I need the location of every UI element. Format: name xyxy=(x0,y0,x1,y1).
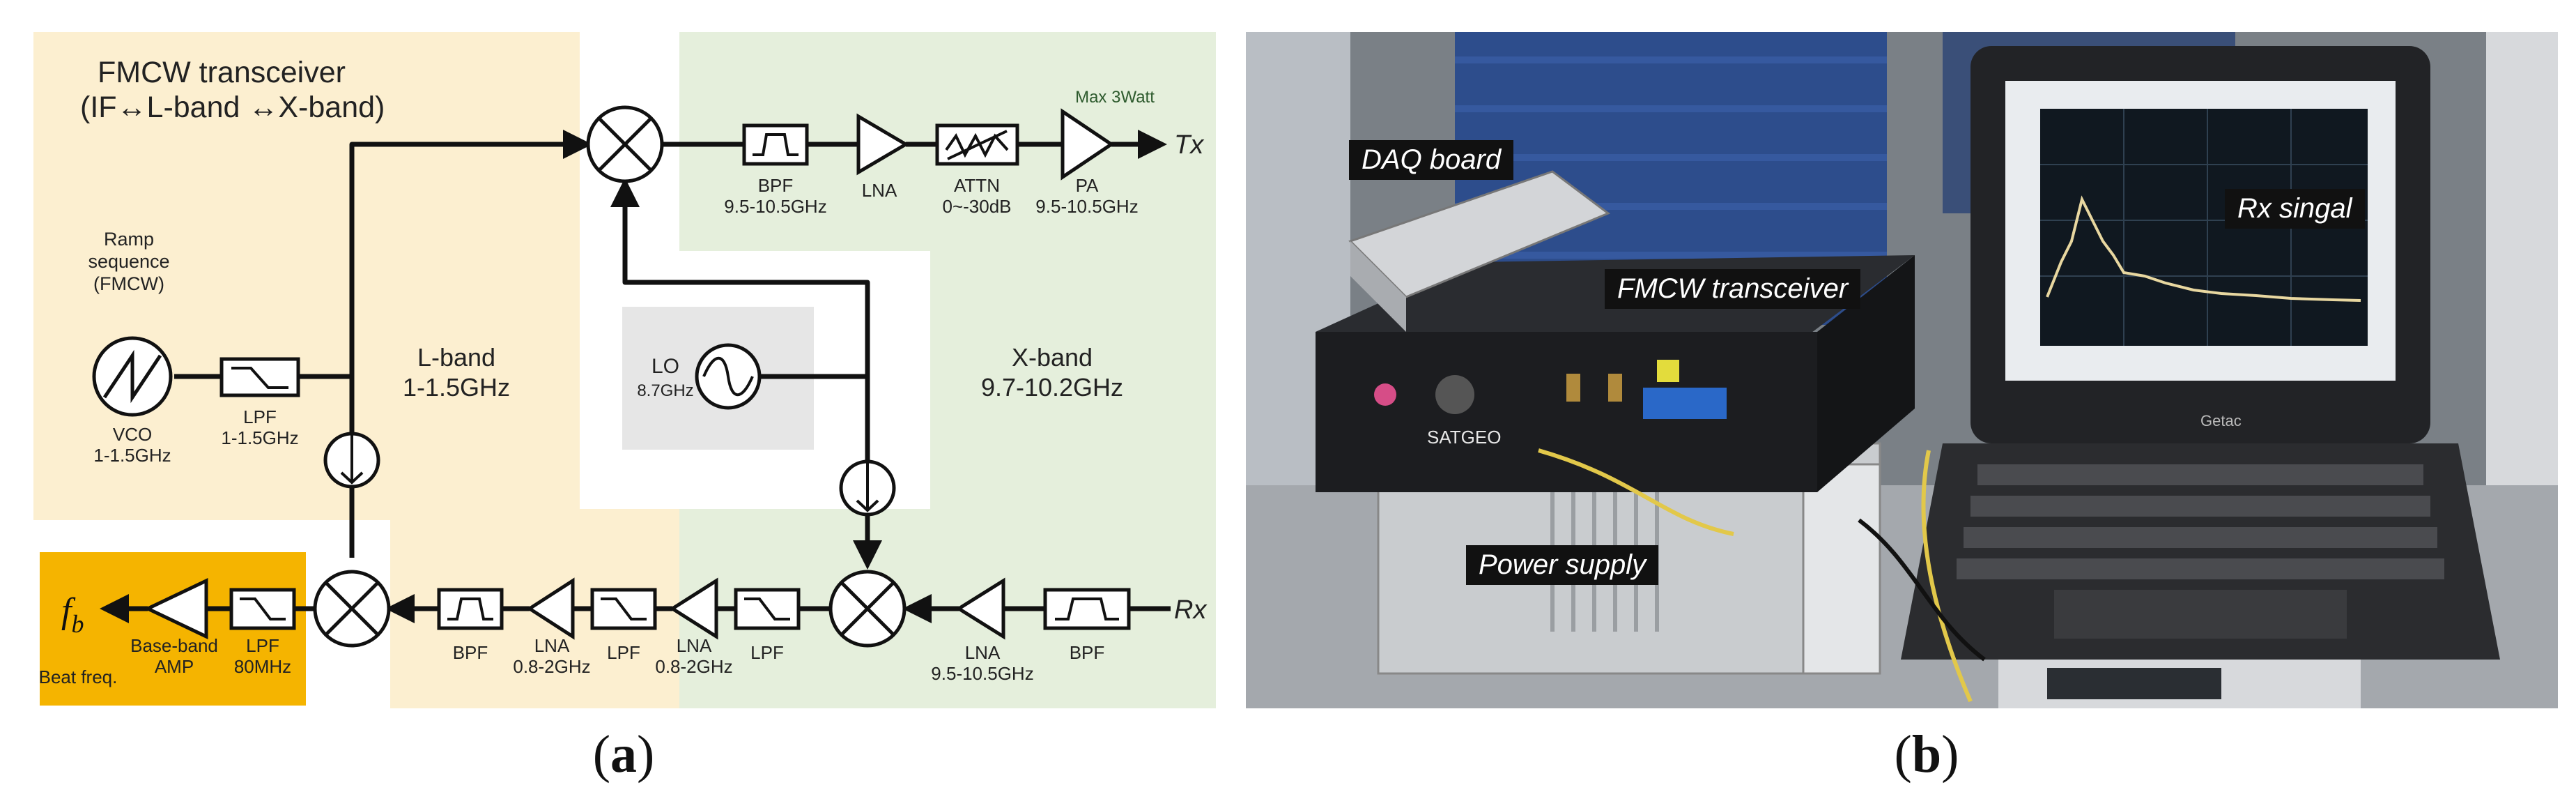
bb-amp-name: Base-band xyxy=(130,635,218,656)
fmcw-transceiver-label: FMCW transceiver xyxy=(1605,269,1861,309)
lpf-a-block xyxy=(734,588,801,630)
title-line1: FMCW transceiver xyxy=(98,56,346,89)
caption-b: (b) xyxy=(1895,725,1959,784)
lpf-a-name: LPF xyxy=(750,642,784,663)
tx-port-label: Tx xyxy=(1174,130,1205,160)
attn-range: 0~-30dB xyxy=(942,196,1011,217)
tx-bpf-block xyxy=(742,123,809,166)
beat-freq-label: Beat freq. xyxy=(39,667,118,687)
lpf-tx-block xyxy=(219,357,300,397)
bpf-l-block xyxy=(437,588,504,630)
lna-a-triangle xyxy=(669,577,718,640)
mixer-if xyxy=(313,570,391,648)
rx-bpf-name: BPF xyxy=(1070,642,1105,663)
lna-a-name: LNA xyxy=(677,635,712,656)
lpf-tx-name: LPF xyxy=(243,406,277,427)
yellow-region-top xyxy=(33,32,580,520)
rx-lna-triangle xyxy=(955,577,1005,640)
lna-b-triangle xyxy=(526,577,575,640)
lpf-bb-name: LPF xyxy=(246,635,279,656)
lpf-bb-range: 80MHz xyxy=(234,656,291,677)
coupler-l-band xyxy=(323,429,380,489)
rx-lna-name: LNA xyxy=(965,642,1001,663)
lna-a-range: 0.8-2GHz xyxy=(655,656,732,677)
daq-board xyxy=(1348,170,1611,298)
wire-lo1-to-mixer-top xyxy=(349,130,592,558)
wire-lo-up xyxy=(610,178,870,376)
rx-lna-range: 9.5-10.5GHz xyxy=(931,663,1033,684)
mixer-tx xyxy=(586,105,664,183)
bb-amp-name2: AMP xyxy=(155,656,194,677)
transceiver-front xyxy=(1316,332,1817,492)
rx-signal-label: Rx singal xyxy=(2225,189,2365,229)
title-line2: (IF↔L-band ↔X-band) xyxy=(80,91,385,124)
lna-b-name: LNA xyxy=(534,635,570,656)
lpf-b-block xyxy=(590,588,657,630)
rx-port-label: Rx xyxy=(1174,595,1208,625)
setup-photo: SATGEO Getac DAQ board FMCW transceiver … xyxy=(1246,32,2558,708)
rx-bpf-block xyxy=(1043,588,1131,630)
attn-name: ATTN xyxy=(954,175,1000,196)
setup-photo-art: SATGEO Getac xyxy=(1246,32,2558,708)
bpf-l-name: BPF xyxy=(453,642,488,663)
device-brand: SATGEO xyxy=(1427,427,1501,448)
xband-label-2: 9.7-10.2GHz xyxy=(981,373,1123,402)
lband-label-2: 1-1.5GHz xyxy=(403,373,510,402)
tx-bpf-name: BPF xyxy=(758,175,794,196)
ramp-label-2: sequence xyxy=(88,251,169,272)
pa-triangle xyxy=(1061,108,1115,181)
lpf-tx-range: 1-1.5GHz xyxy=(221,427,298,448)
bb-amp-triangle xyxy=(144,578,208,639)
power-supply-label: Power supply xyxy=(1466,545,1659,585)
attn-block xyxy=(935,123,1019,166)
lo-freq: 8.7GHz xyxy=(637,381,693,400)
lpf-b-name: LPF xyxy=(607,642,640,663)
tx-lna-name: LNA xyxy=(862,180,897,201)
vco-range: 1-1.5GHz xyxy=(93,445,171,466)
xband-label-1: X-band xyxy=(1012,343,1093,372)
vco-name: VCO xyxy=(113,424,152,445)
lo-source-icon xyxy=(695,343,762,410)
tx-bpf-range: 9.5-10.5GHz xyxy=(724,196,826,217)
lna-b-range: 0.8-2GHz xyxy=(513,656,590,677)
lpf-bb-block xyxy=(229,588,296,630)
lband-label-1: L-band xyxy=(417,343,495,372)
caption-a: (a) xyxy=(593,725,655,784)
laptop-brand: Getac xyxy=(2200,412,2242,429)
rx-spectrum-trace xyxy=(2046,195,2361,302)
max-power-label: Max 3Watt xyxy=(1075,88,1155,107)
vco-icon xyxy=(92,336,173,417)
lo-name: LO xyxy=(651,355,679,378)
pa-range: 9.5-10.5GHz xyxy=(1035,196,1138,217)
ramp-label-3: (FMCW) xyxy=(93,273,164,294)
ramp-label-1: Ramp xyxy=(104,229,154,250)
mixer-rx xyxy=(828,570,907,648)
tx-lna-triangle xyxy=(856,113,909,176)
daq-board-label: DAQ board xyxy=(1349,140,1514,180)
coupler-x-band xyxy=(839,457,896,517)
pa-name: PA xyxy=(1076,175,1099,196)
